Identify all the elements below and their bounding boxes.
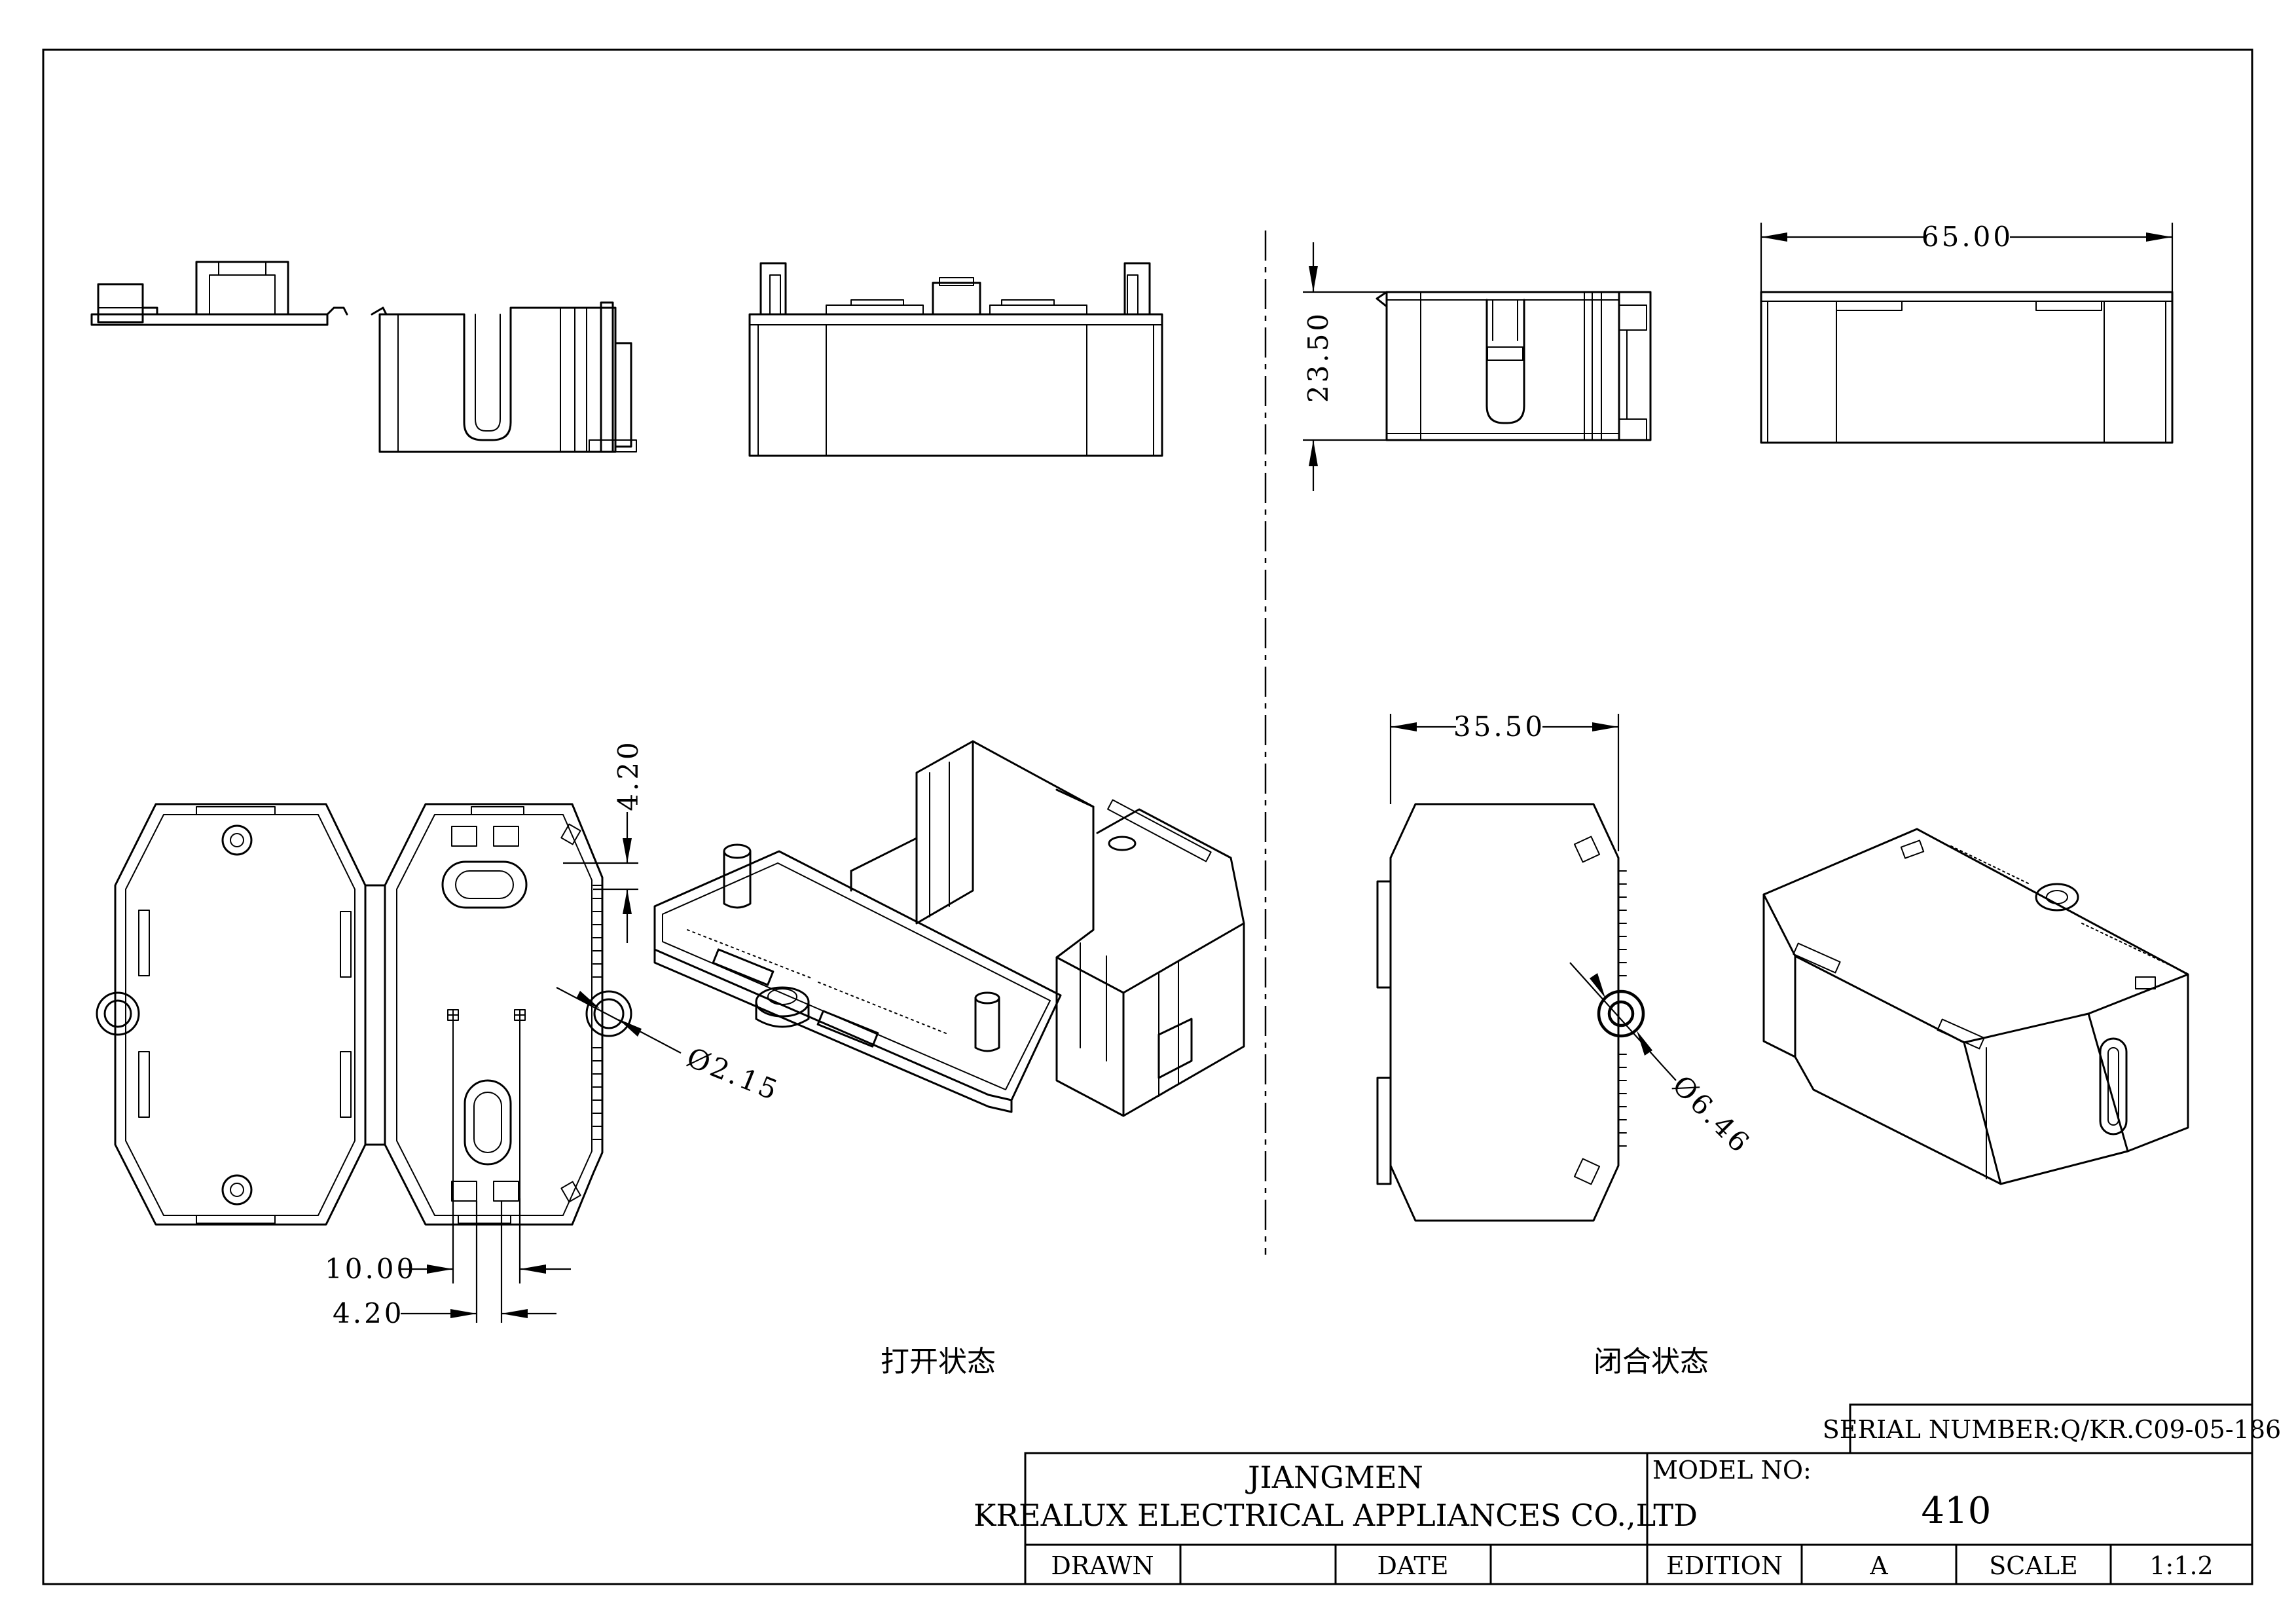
model-label: MODEL NO: bbox=[1652, 1456, 1812, 1485]
serial-number: SERIAL NUMBER:Q/KR.C09-05-186 bbox=[1823, 1415, 2281, 1444]
date-label: DATE bbox=[1377, 1551, 1449, 1580]
dimension-hole-closed-label: Ø6.46 bbox=[1666, 1069, 1757, 1160]
drawn-label: DRAWN bbox=[1051, 1551, 1154, 1580]
dimension-height-side: 23.50 bbox=[1302, 242, 1387, 491]
open-front-view bbox=[748, 262, 1163, 457]
dimension-spacing-slots-label: 10.00 bbox=[325, 1253, 416, 1285]
dimension-width-top-label: 65.00 bbox=[1922, 221, 2013, 253]
closed-front-view bbox=[1760, 291, 2174, 444]
dimension-slot-width: 4.20 bbox=[333, 1201, 556, 1329]
caption-closed-state: 闭合状态 bbox=[1594, 1345, 1709, 1378]
dimension-spacing-slots: 10.00 bbox=[325, 1198, 571, 1285]
dimension-slot-width-label: 4.20 bbox=[333, 1297, 405, 1329]
edition-value: A bbox=[1869, 1551, 1888, 1580]
open-plan-view bbox=[96, 803, 632, 1226]
company-line-1: JIANGMEN bbox=[1245, 1460, 1423, 1495]
sheet-border bbox=[42, 48, 2253, 1585]
dimension-height-side-label: 23.50 bbox=[1302, 311, 1334, 403]
dimension-hole-open-label: Ø2.15 bbox=[682, 1041, 784, 1107]
dimension-offset-open-label: 4.20 bbox=[612, 739, 644, 811]
model-value: 410 bbox=[1922, 1490, 1992, 1532]
open-side-view bbox=[90, 261, 637, 453]
dimension-width-closed-label: 35.50 bbox=[1453, 710, 1545, 743]
title-block: SERIAL NUMBER:Q/KR.C09-05-186 JIANGMEN K… bbox=[974, 1403, 2281, 1585]
dimension-width-closed: 35.50 bbox=[1389, 710, 1620, 851]
caption-open-state: 打开状态 bbox=[881, 1345, 996, 1378]
scale-value: 1:1.2 bbox=[2149, 1551, 2213, 1580]
dimension-hole-closed: Ø6.46 bbox=[1569, 962, 1757, 1160]
open-isometric-view bbox=[653, 740, 1245, 1117]
scale-label: SCALE bbox=[1989, 1551, 2078, 1580]
edition-label: EDITION bbox=[1666, 1551, 1783, 1580]
closed-isometric-view bbox=[1762, 828, 2189, 1185]
closed-side-view bbox=[1376, 291, 1652, 441]
dimension-hole-open: Ø2.15 bbox=[556, 987, 784, 1107]
dimension-offset-open: 4.20 bbox=[563, 739, 644, 943]
dimension-width-top: 65.00 bbox=[1760, 221, 2174, 292]
closed-plan-view bbox=[1376, 803, 1645, 1222]
company-line-2: KREALUX ELECTRICAL APPLIANCES CO.,LTD bbox=[974, 1498, 1698, 1533]
